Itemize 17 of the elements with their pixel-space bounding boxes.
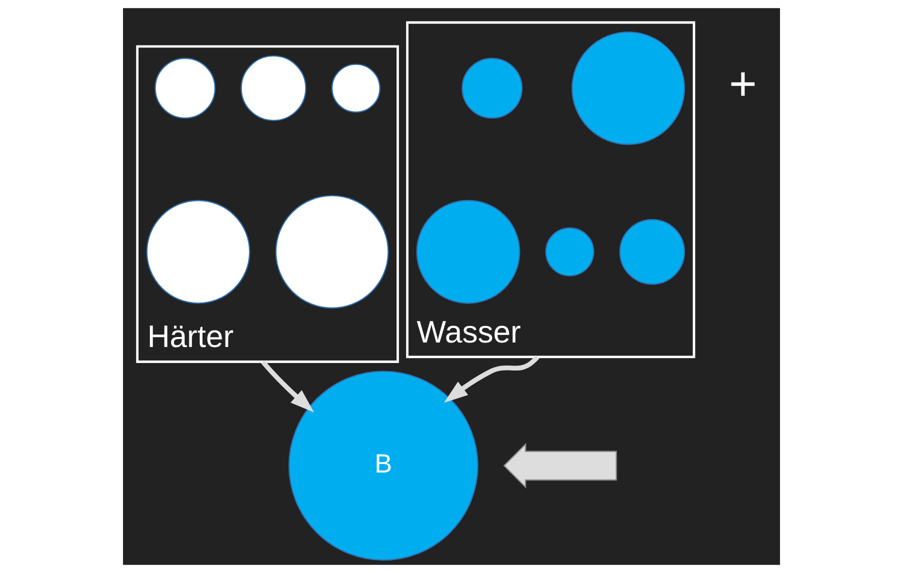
arrow bbox=[443, 355, 539, 403]
node-circle bbox=[461, 58, 522, 119]
node-arrow bbox=[502, 442, 616, 489]
node-circle bbox=[146, 200, 250, 304]
node-circle bbox=[618, 219, 685, 285]
cluster: Härter bbox=[136, 45, 398, 363]
node-circle bbox=[416, 200, 520, 304]
node-circle bbox=[154, 58, 216, 119]
node-circle: B bbox=[288, 370, 478, 561]
node-circle bbox=[240, 55, 306, 122]
node-circle bbox=[330, 64, 380, 113]
node-circle bbox=[544, 227, 594, 276]
arrow bbox=[260, 360, 314, 412]
node-circle bbox=[274, 195, 388, 309]
node-circle bbox=[571, 31, 685, 145]
cluster: Wasser bbox=[406, 21, 695, 358]
label: + bbox=[728, 58, 756, 112]
